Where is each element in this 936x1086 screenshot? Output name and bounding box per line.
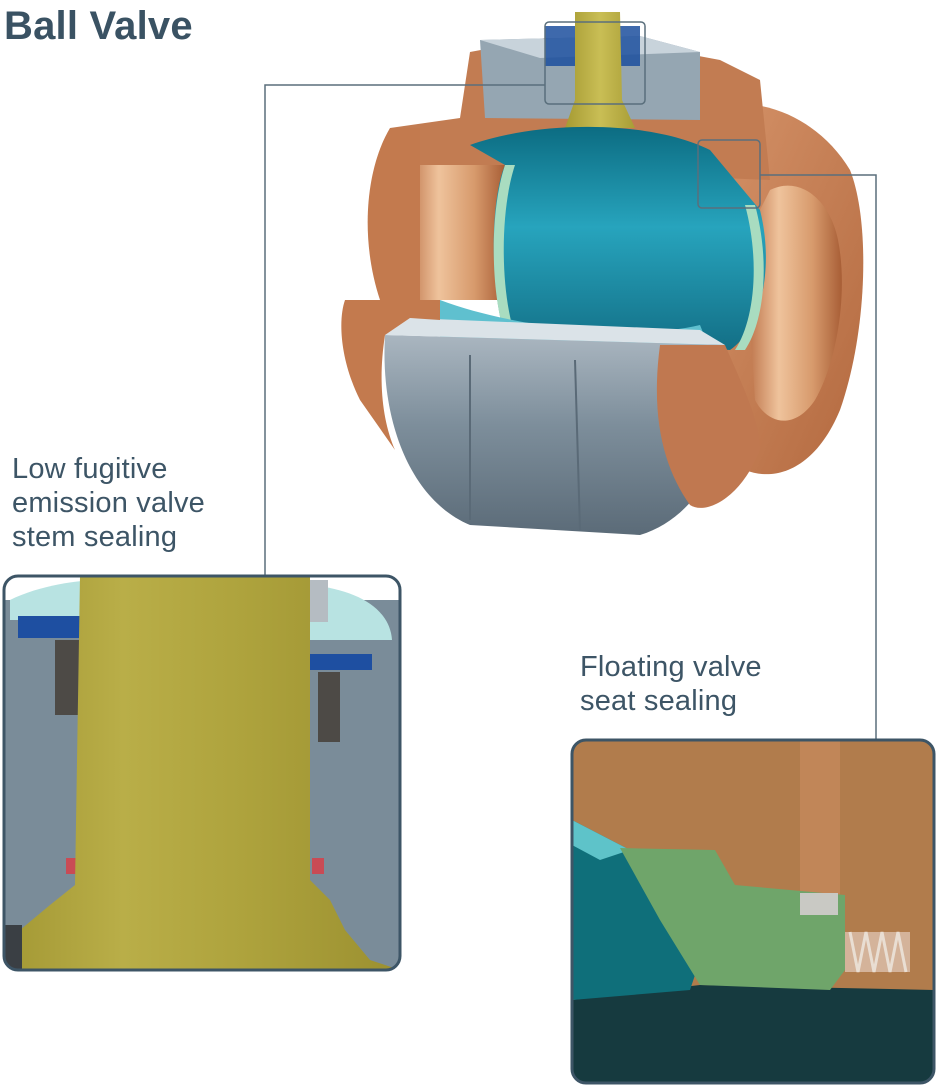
seat-callout-line bbox=[760, 174, 877, 740]
seat-bore-shadow bbox=[572, 985, 934, 1083]
stem-label-line-1: Low fugitive bbox=[12, 453, 168, 485]
stem-label-line-2: emission valve bbox=[12, 487, 205, 519]
stem-panel-border bbox=[2, 574, 402, 972]
left-body-wall bbox=[367, 128, 420, 300]
seat-ring-left bbox=[493, 165, 515, 335]
seat-ball-edge bbox=[572, 820, 630, 860]
seat-label-line-2: seat sealing bbox=[580, 685, 738, 717]
seat-detail-panel bbox=[570, 738, 936, 1085]
stem-detail-shaft bbox=[4, 576, 400, 970]
right-bore bbox=[745, 185, 842, 421]
seat-panel-border bbox=[570, 738, 936, 1085]
seat-ring bbox=[620, 848, 845, 990]
o-ring-right bbox=[312, 858, 324, 874]
stem-seal-right bbox=[310, 654, 372, 670]
seat-ball bbox=[572, 820, 700, 1000]
stem-sealing-label: Low fugitive emission valve stem sealing bbox=[12, 452, 205, 554]
stem-callout-line bbox=[264, 84, 545, 575]
valve-body bbox=[341, 12, 864, 535]
stem-seal-left bbox=[18, 616, 88, 638]
seat-sealing-label: Floating valve seat sealing bbox=[580, 650, 762, 718]
right-lower-flange bbox=[656, 345, 760, 508]
page-title: Ball Valve bbox=[4, 4, 193, 48]
seat-insert bbox=[800, 893, 838, 915]
callout-lines bbox=[264, 21, 877, 740]
stem-cover-left bbox=[10, 580, 100, 620]
packing-left bbox=[55, 640, 80, 715]
left-lower-flange bbox=[341, 300, 440, 450]
o-ring-left bbox=[66, 858, 78, 874]
stem-cover-right bbox=[310, 585, 392, 640]
stem-base-left bbox=[4, 925, 22, 970]
lower-body-top-face bbox=[385, 318, 725, 345]
stem-detail-panel bbox=[2, 574, 402, 972]
ball bbox=[470, 126, 766, 350]
left-bore bbox=[403, 165, 505, 300]
stem-detail-frame bbox=[544, 21, 646, 105]
body-seam-2 bbox=[574, 359, 581, 531]
packing-right bbox=[318, 672, 340, 742]
seat-label-line-1: Floating valve bbox=[580, 651, 762, 683]
seat-spring bbox=[845, 931, 910, 973]
seat-detail-frame bbox=[697, 139, 761, 209]
stem bbox=[565, 12, 635, 128]
seat-ring-right bbox=[735, 205, 764, 350]
stem-label-line-3: stem sealing bbox=[12, 521, 178, 553]
